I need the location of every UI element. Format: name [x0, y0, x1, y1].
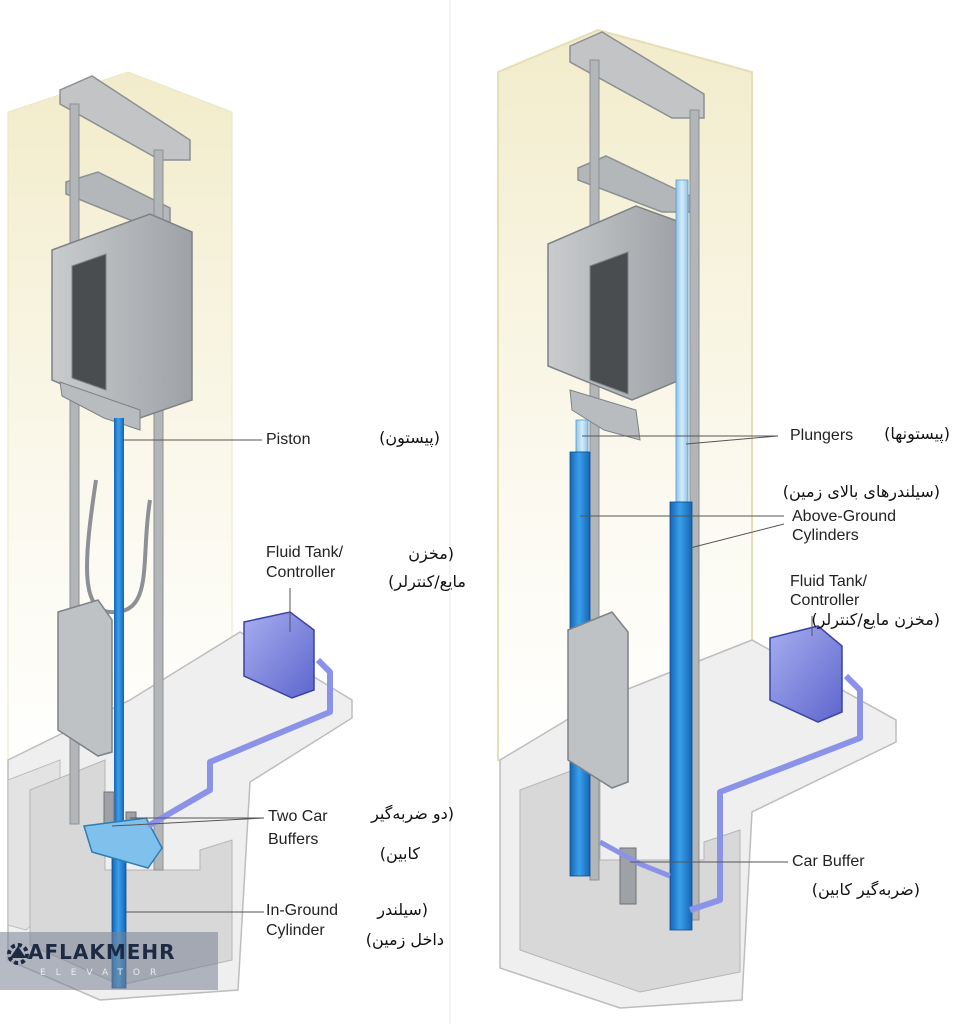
left-car-door — [71, 253, 107, 391]
right-wall-panel — [567, 611, 629, 789]
left-buffer-base — [83, 817, 163, 869]
left-top-beam — [59, 75, 191, 161]
label-piston-en: Piston — [266, 431, 311, 448]
label-fluid-tank-fa-2: مایع/کنترلر) — [388, 572, 466, 591]
right-car-door — [589, 251, 629, 395]
left-guide-rail-1 — [69, 103, 80, 825]
logo-subtitle: ELEVATOR — [40, 968, 167, 978]
label-fluid-tank-fa-1: (مخزن — [408, 544, 454, 563]
label-cylinder-en-2: Cylinder — [266, 922, 325, 939]
label-buffers-fa-2: کابین) — [379, 844, 420, 863]
right-leader-lines — [580, 435, 813, 863]
label-buffers-en-1: Two Car — [268, 808, 328, 825]
right-car-apron — [569, 389, 641, 441]
left-wall-panel — [57, 599, 113, 757]
label-car-buffer-en: Car Buffer — [792, 853, 865, 870]
label-above-ground-fa: (سیلندرهای بالای زمین) — [782, 482, 940, 501]
left-fluid-pipe — [146, 657, 333, 829]
label-fluid-tank-en-1: Fluid Tank/ — [266, 544, 344, 561]
right-plunger-right — [675, 179, 689, 503]
label-cylinder-fa-1: (سیلندر — [377, 900, 428, 919]
label-car-buffer-fa: (ضربه‌گیر کابین) — [811, 880, 920, 899]
right-elevator-diagram — [497, 28, 897, 1009]
right-fluid-tank — [769, 625, 843, 723]
label-plungers-en: Plungers — [790, 427, 854, 444]
right-cylinder-right — [669, 501, 693, 931]
left-leader-lines — [111, 439, 291, 913]
logo-name: AFLAKMEHR — [28, 940, 176, 964]
label-cylinder-en-1: In-Ground — [266, 902, 339, 919]
label-buffers-fa-1: (دو ضربه‌گیر — [371, 804, 454, 823]
right-fluid-pipe-2 — [598, 839, 671, 879]
label-fluid-tank-right-en-2: Controller — [790, 592, 860, 609]
label-fluid-tank-en-2: Controller — [266, 564, 336, 581]
label-piston-fa: (پیستون) — [379, 428, 440, 447]
label-plungers-fa: (پیستونها) — [884, 424, 950, 443]
label-above-ground-en-2: Cylinders — [792, 527, 859, 544]
left-piston — [114, 418, 124, 838]
right-top-beam — [569, 31, 705, 119]
logo-gear-icon — [7, 943, 29, 965]
aflakmehr-logo: AFLAKMEHR ELEVATOR — [0, 932, 218, 990]
left-hydraulic-hose — [85, 479, 152, 615]
label-fluid-tank-right-en-1: Fluid Tank/ — [790, 573, 868, 590]
label-cylinder-fa-2: داخل زمین) — [365, 930, 444, 949]
label-buffers-en-2: Buffers — [268, 831, 319, 848]
right-fluid-pipe — [689, 673, 863, 913]
left-guide-rail-2 — [153, 149, 164, 871]
label-above-ground-en-1: Above-Ground — [792, 508, 897, 525]
label-fluid-tank-right-fa: (مخزن مایع/کنترلر) — [811, 610, 940, 629]
left-elevator-diagram — [7, 71, 353, 1001]
